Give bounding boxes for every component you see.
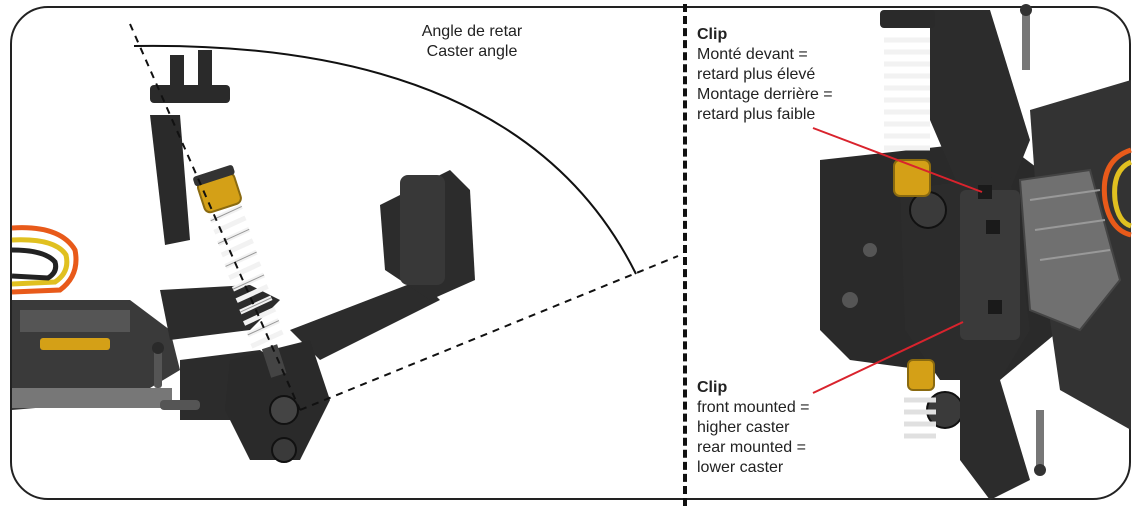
- clip-fr-line-3: Montage derrière =: [697, 86, 833, 103]
- caster-label-en: Caster angle: [426, 43, 518, 60]
- wire-bundle-right: [1101, 147, 1133, 238]
- shock-tower: [150, 50, 230, 245]
- caster-angle-arc: [133, 44, 637, 275]
- clip-title-fr: Clip: [697, 26, 728, 43]
- clip-en-line-4: lower caster: [697, 459, 784, 476]
- clip-note-english: Clip front mounted = higher caster rear …: [697, 378, 810, 478]
- carbon-plate: [1018, 168, 1122, 332]
- upright-block: [900, 10, 1030, 500]
- clip-en-line-3: rear mounted =: [697, 439, 806, 456]
- callout-line-front: [812, 127, 983, 193]
- steering-rod: [1020, 4, 1046, 476]
- clip-title-en: Clip: [697, 379, 728, 396]
- shock-absorber: [193, 165, 287, 378]
- shock-absorber-right: [880, 10, 936, 439]
- clip-fr-line-2: retard plus élevé: [697, 66, 816, 83]
- ball-link: [152, 342, 200, 410]
- callout-line-rear: [812, 321, 964, 394]
- caster-angle-illustration: [11, 23, 679, 463]
- clip-en-line-1: front mounted =: [697, 399, 810, 416]
- caster-label-fr: Angle de retar: [421, 23, 523, 40]
- panel-divider: [683, 4, 687, 506]
- caster-axis-line: [299, 255, 679, 411]
- clip-fr-line-4: retard plus faible: [697, 106, 816, 123]
- chassis-plate: [12, 300, 180, 410]
- clip-fr-line-1: Monté devant =: [697, 46, 808, 63]
- wire-bundle: [11, 225, 79, 295]
- servo-mount: [380, 170, 475, 300]
- clip-note-french: Clip Monté devant = retard plus élevé Mo…: [697, 25, 833, 125]
- clip-en-line-2: higher caster: [697, 419, 790, 436]
- caster-angle-label: Angle de retar Caster angle: [392, 22, 552, 62]
- steering-hub: [225, 340, 330, 463]
- clip-slot: [978, 185, 1002, 314]
- vertical-reference-line: [129, 23, 301, 411]
